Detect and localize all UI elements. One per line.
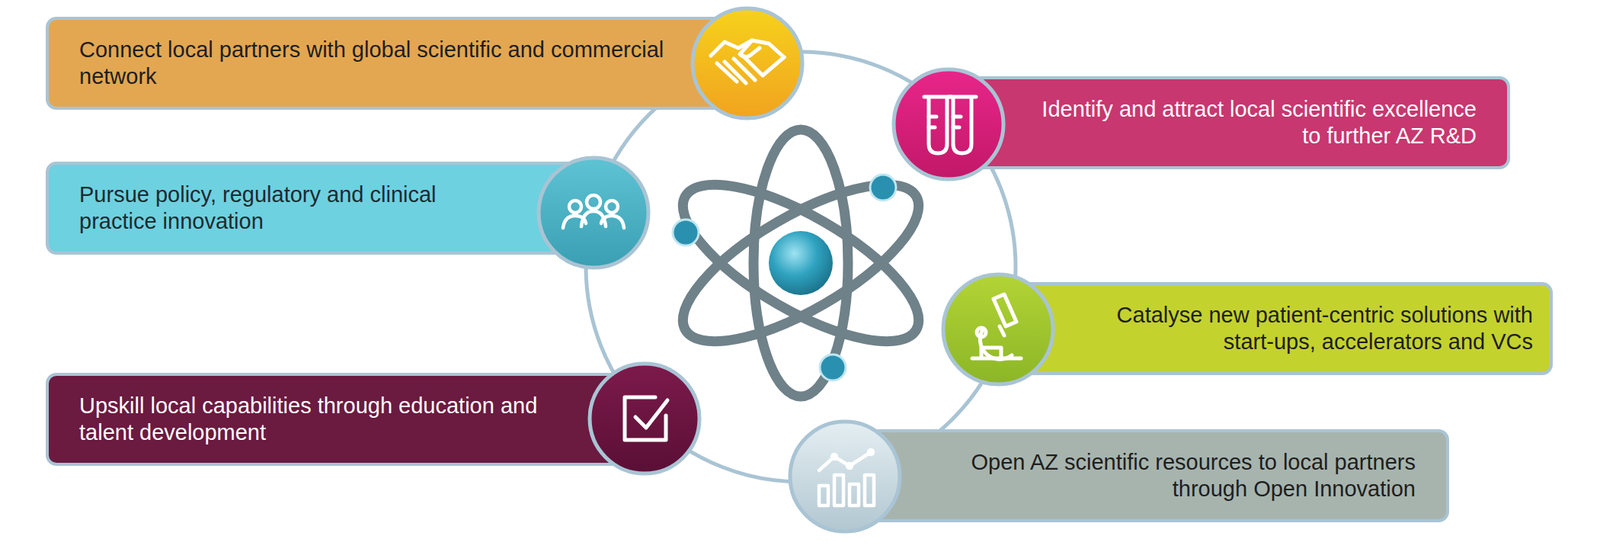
- banner-box: Upskill local capabilities through educa…: [45, 372, 640, 466]
- banner-text: Open AZ scientific resources to local pa…: [917, 448, 1416, 503]
- banner-box: Pursue policy, regulatory and clinical p…: [45, 161, 580, 255]
- banner-box: Catalyse new patient-centric solutions w…: [979, 281, 1553, 375]
- handshake-icon: [692, 8, 803, 119]
- banner-box: Identify and attract local scientific ex…: [967, 76, 1511, 170]
- people-icon: [538, 157, 649, 268]
- banner-text: Catalyse new patient-centric solutions w…: [1067, 301, 1533, 356]
- banner-text: Pursue policy, regulatory and clinical p…: [79, 181, 516, 235]
- atom: [661, 129, 940, 397]
- banner-text: Connect local partners with global scien…: [79, 36, 668, 90]
- banner-box: Connect local partners with global scien…: [45, 16, 755, 110]
- microscope-icon: [943, 274, 1053, 384]
- banner-text: Identify and attract local scientific ex…: [1020, 96, 1477, 150]
- checkbox-icon: [589, 363, 700, 474]
- test-tubes-icon: [893, 69, 1004, 180]
- ring: [585, 51, 1016, 482]
- bar-chart-icon: [790, 421, 900, 532]
- banner-box: Open AZ scientific resources to local pa…: [868, 428, 1450, 522]
- banner-text: Upskill local capabilities through educa…: [79, 392, 575, 446]
